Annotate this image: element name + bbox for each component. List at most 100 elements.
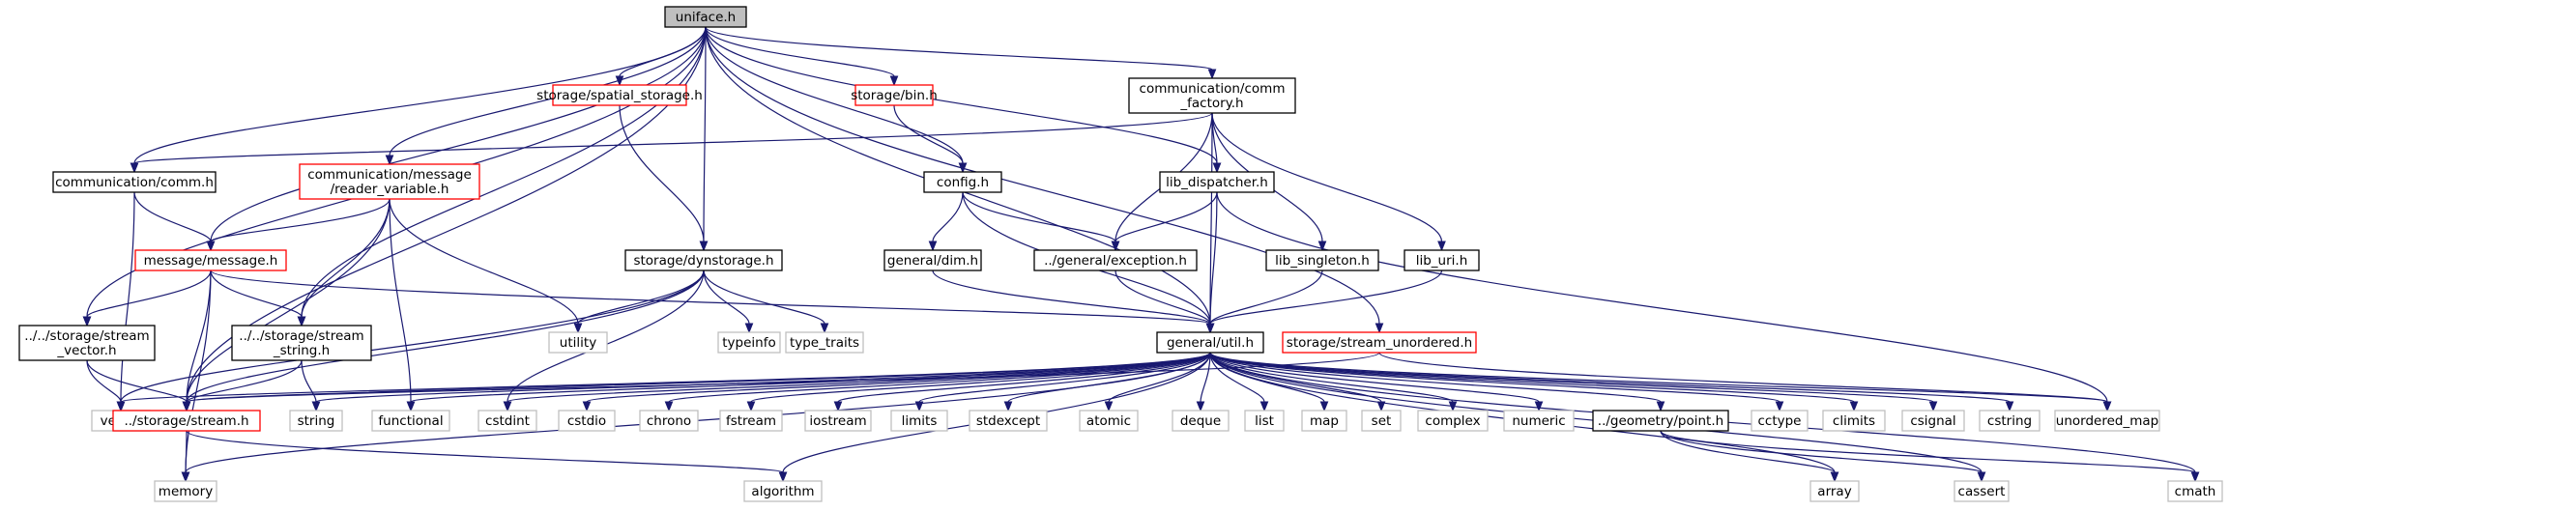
node-commfactory[interactable]: communication/comm_factory.h <box>1128 77 1296 114</box>
node-deque: deque <box>1172 410 1230 432</box>
node-label: iostream <box>809 413 866 429</box>
edge-util-to-vector <box>116 352 1211 412</box>
node-streamstring[interactable]: ../../storage/stream_string.h <box>231 325 372 361</box>
node-box <box>890 410 948 432</box>
node-cassert: cassert <box>1954 480 2010 502</box>
edge-dynstorage-to-typeinfo <box>703 270 754 334</box>
edge-comm-to-message <box>133 191 216 252</box>
edge-arrowhead <box>130 162 139 174</box>
node-label: map <box>1310 413 1339 429</box>
node-label: lib_uri.h <box>1416 253 1468 269</box>
node-label: limits <box>902 413 938 429</box>
node-box <box>1592 410 1729 432</box>
node-stream[interactable]: ../storage/stream.h <box>112 410 261 432</box>
edge-liburi-to-util <box>1205 270 1443 334</box>
node-label: config.h <box>937 175 989 190</box>
node-reader[interactable]: communication/message/reader_variable.h <box>299 163 480 200</box>
node-util[interactable]: general/util.h <box>1156 331 1264 354</box>
node-streamunordered[interactable]: storage/stream_unordered.h <box>1282 331 1477 354</box>
edge-arrowhead <box>746 401 756 412</box>
edge-arrowhead <box>1928 401 1938 412</box>
edge-util-to-stream <box>182 352 1211 412</box>
node-cstring: cstring <box>1979 410 2041 432</box>
node-label: fstream <box>726 413 776 429</box>
node-liburi[interactable]: lib_uri.h <box>1404 249 1480 271</box>
node-libdisp[interactable]: lib_dispatcher.h <box>1159 171 1275 193</box>
node-label: /reader_variable.h <box>331 182 449 197</box>
edge-point-to-cassert <box>1660 430 1986 483</box>
node-box <box>52 171 217 193</box>
node-box <box>969 410 1048 432</box>
node-label: ../storage/stream.h <box>124 413 248 429</box>
node-label: _string.h <box>273 343 330 358</box>
edge-arrowhead <box>1212 162 1222 174</box>
node-exception[interactable]: ../general/exception.h <box>1033 249 1198 271</box>
edge-arrowhead <box>1104 401 1114 412</box>
edge-arrowhead <box>1977 471 1986 483</box>
node-box <box>154 480 217 502</box>
node-unorderedmap: unordered_map <box>2054 410 2160 432</box>
node-label: lib_dispatcher.h <box>1166 175 1268 190</box>
edge-util-to-iostream <box>833 352 1211 412</box>
edge-libdisp-to-exception <box>1111 191 1218 252</box>
edge-arrowhead <box>889 75 899 87</box>
edge-util-to-cctype <box>1209 352 1784 412</box>
node-box <box>923 171 1002 193</box>
node-message[interactable]: message/message.h <box>134 249 287 271</box>
node-cstdint: cstdint <box>478 410 537 432</box>
node-box <box>717 331 781 354</box>
node-config[interactable]: config.h <box>923 171 1002 193</box>
node-label: stdexcept <box>976 413 1040 429</box>
node-libsingle[interactable]: lib_singleton.h <box>1265 249 1379 271</box>
node-uniface[interactable]: uniface.h <box>664 6 747 28</box>
node-streamvector[interactable]: ../../storage/stream_vector.h <box>18 325 156 361</box>
edge-util-to-point <box>1209 352 1665 412</box>
node-box <box>1265 249 1379 271</box>
node-bin[interactable]: storage/bin.h <box>851 84 938 106</box>
node-label: cassert <box>1958 484 2006 499</box>
edge-arrowhead <box>1259 401 1269 412</box>
node-memory: memory <box>154 480 217 502</box>
edge-arrowhead <box>1849 401 1859 412</box>
node-spatial[interactable]: storage/spatial_storage.h <box>536 84 703 106</box>
node-fstream: fstream <box>719 410 783 432</box>
node-dynstorage[interactable]: storage/dynstorage.h <box>624 249 783 271</box>
node-box <box>1404 249 1480 271</box>
edge-util-to-string <box>311 352 1211 412</box>
edge-util-to-deque <box>1196 352 1211 412</box>
node-utility: utility <box>548 331 608 354</box>
node-cmath: cmath <box>2167 480 2223 502</box>
edge-arrowhead <box>958 162 968 174</box>
edge-stream-to-algorithm <box>186 430 788 483</box>
node-box <box>552 84 687 106</box>
edge-arrowhead <box>2005 401 2014 412</box>
edge-arrowhead <box>1111 241 1120 252</box>
edge-arrowhead <box>82 316 92 327</box>
node-box <box>804 410 872 432</box>
node-box <box>1172 410 1230 432</box>
node-comm[interactable]: communication/comm.h <box>52 171 217 193</box>
edge-util-to-climits <box>1209 352 1859 412</box>
edge-util-to-cstdio <box>582 352 1211 412</box>
node-label: lib_singleton.h <box>1275 253 1370 269</box>
edge-util-to-numeric <box>1209 352 1544 412</box>
node-box <box>639 410 699 432</box>
edge-message-to-streamvector <box>82 270 212 327</box>
node-point[interactable]: ../geometry/point.h <box>1592 410 1729 432</box>
node-dim[interactable]: general/dim.h <box>883 249 982 271</box>
edge-arrowhead <box>664 401 674 412</box>
node-label: communication/comm.h <box>55 175 214 190</box>
edge-dynstorage-to-typetraits <box>703 270 829 334</box>
node-iostream: iostream <box>804 410 872 432</box>
node-list: list <box>1244 410 1285 432</box>
edge-uniface-to-message <box>206 26 707 252</box>
node-box <box>883 249 982 271</box>
node-box <box>854 84 934 106</box>
edge-arrowhead <box>820 323 829 334</box>
node-box <box>1156 331 1264 354</box>
node-label: typeinfo <box>722 335 775 351</box>
edge-streamunordered-to-unorderedmap <box>1378 352 2112 412</box>
edge-uniface-to-reader <box>385 26 707 166</box>
node-label: message/message.h <box>144 253 278 269</box>
edge-util-to-csignal <box>1209 352 1938 412</box>
